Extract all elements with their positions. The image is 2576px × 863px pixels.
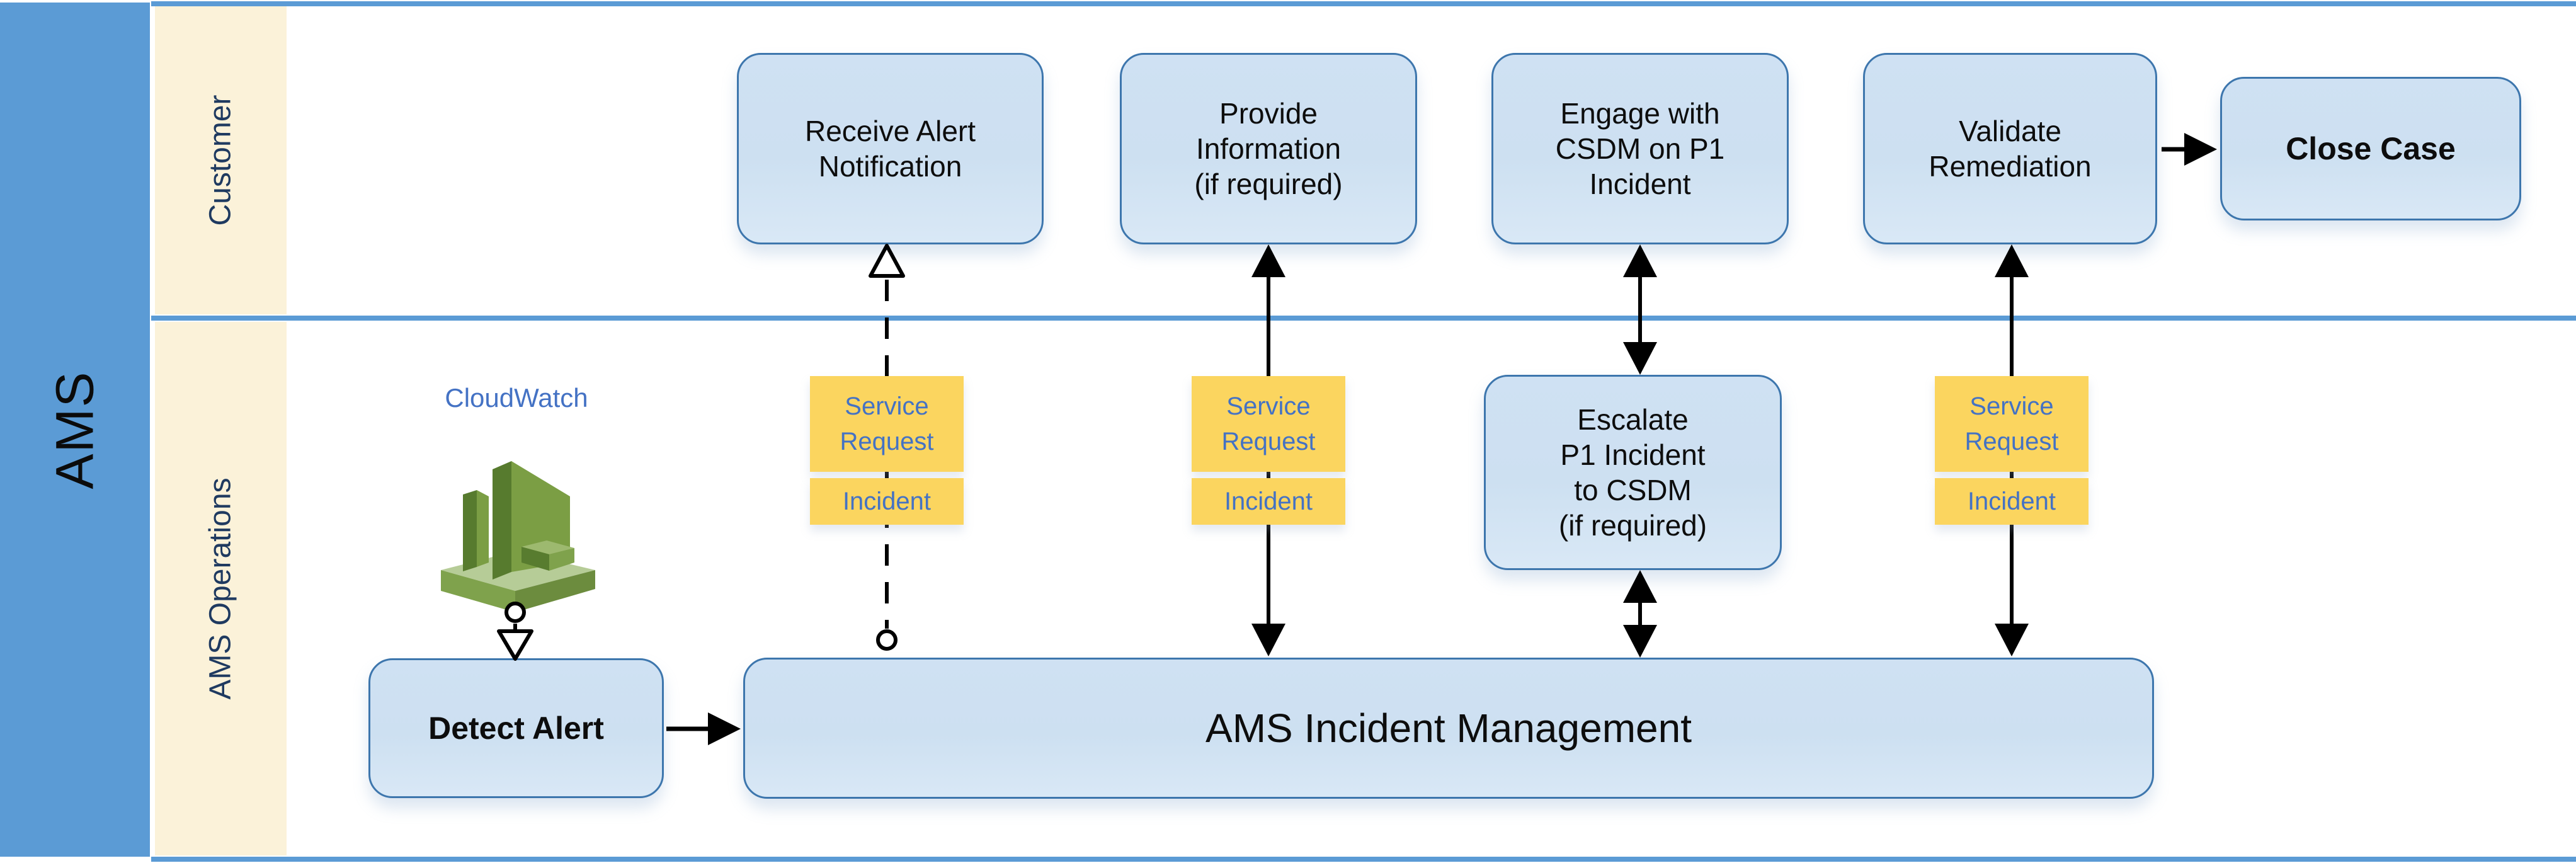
top-border-line	[151, 1, 2576, 6]
bottom-border-line	[151, 857, 2576, 862]
node-text-line: to CSDM	[1574, 474, 1692, 506]
node-engage-csdm: Engage with CSDM on P1 Incident	[1491, 53, 1789, 244]
tag-text-line: Service	[845, 392, 929, 420]
node-text-line: CSDM on P1	[1555, 132, 1725, 165]
connector-detect-incidentmgmt	[666, 712, 741, 745]
group-bar-ams: AMS	[0, 3, 150, 857]
lane-label-ams-operations: AMS Operations	[204, 477, 237, 700]
node-text-line: Notification	[818, 150, 962, 183]
tag-text-line: Incident	[1967, 488, 2056, 515]
node-text-line: Information	[1195, 132, 1342, 165]
tag-text-line: Request	[1221, 428, 1316, 455]
connector-cloudwatch-detect	[497, 602, 533, 661]
tag-service-request-3: Service Request	[1935, 376, 2089, 472]
tag-text-line: Incident	[1224, 488, 1313, 515]
tag-service-request-2: Service Request	[1192, 376, 1345, 472]
node-text-line: (if required)	[1558, 509, 1707, 542]
node-text-line: Provide	[1219, 96, 1318, 130]
node-text-line: Validate	[1959, 114, 2061, 147]
tag-text-line: Incident	[842, 488, 932, 515]
node-text-line: Engage with	[1560, 96, 1720, 130]
node-text-line: Close Case	[2286, 130, 2456, 166]
connector-escalate-incidentmgmt	[1623, 570, 1657, 658]
connector-validate-close	[2162, 133, 2217, 166]
node-text-line: (if required)	[1194, 168, 1343, 201]
node-text-line: Detect Alert	[428, 710, 604, 746]
lane-separator-line	[151, 316, 2576, 321]
node-text-line: AMS Incident Management	[1205, 705, 1692, 751]
node-text-line: Remediation	[1929, 150, 2092, 183]
node-close-case: Close Case	[2220, 77, 2521, 220]
node-ams-incident-management: AMS Incident Management	[743, 658, 2154, 799]
tag-incident-1: Incident	[810, 478, 964, 525]
node-escalate-p1: Escalate P1 Incident to CSDM (if require…	[1484, 375, 1782, 570]
cloudwatch-label: CloudWatch	[445, 383, 588, 413]
cloudwatch-icon	[441, 461, 595, 612]
lane-header-customer: Customer	[155, 6, 287, 314]
node-receive-alert-notification: Receive Alert Notification	[737, 53, 1044, 244]
node-validate-remediation: Validate Remediation	[1863, 53, 2157, 244]
node-text-line: Receive Alert	[804, 114, 976, 147]
node-detect-alert: Detect Alert	[368, 658, 664, 798]
tag-incident-3: Incident	[1935, 478, 2089, 525]
node-text-line: P1 Incident	[1560, 438, 1706, 471]
tag-text-line: Service	[1969, 392, 2054, 420]
node-provide-information: Provide Information (if required)	[1120, 53, 1417, 244]
lane-header-ams-operations: AMS Operations	[155, 322, 287, 855]
tag-text-line: Request	[840, 428, 934, 455]
node-text-line: Incident	[1589, 168, 1691, 201]
tag-incident-2: Incident	[1192, 478, 1345, 525]
connector-engage-escalate	[1623, 244, 1657, 375]
tag-service-request-1: Service Request	[810, 376, 964, 472]
group-bar-label: AMS	[45, 370, 105, 489]
lane-label-customer: Customer	[204, 94, 237, 226]
tag-text-line: Service	[1226, 392, 1311, 420]
node-text-line: Escalate	[1577, 403, 1689, 436]
tag-text-line: Request	[1964, 428, 2059, 455]
